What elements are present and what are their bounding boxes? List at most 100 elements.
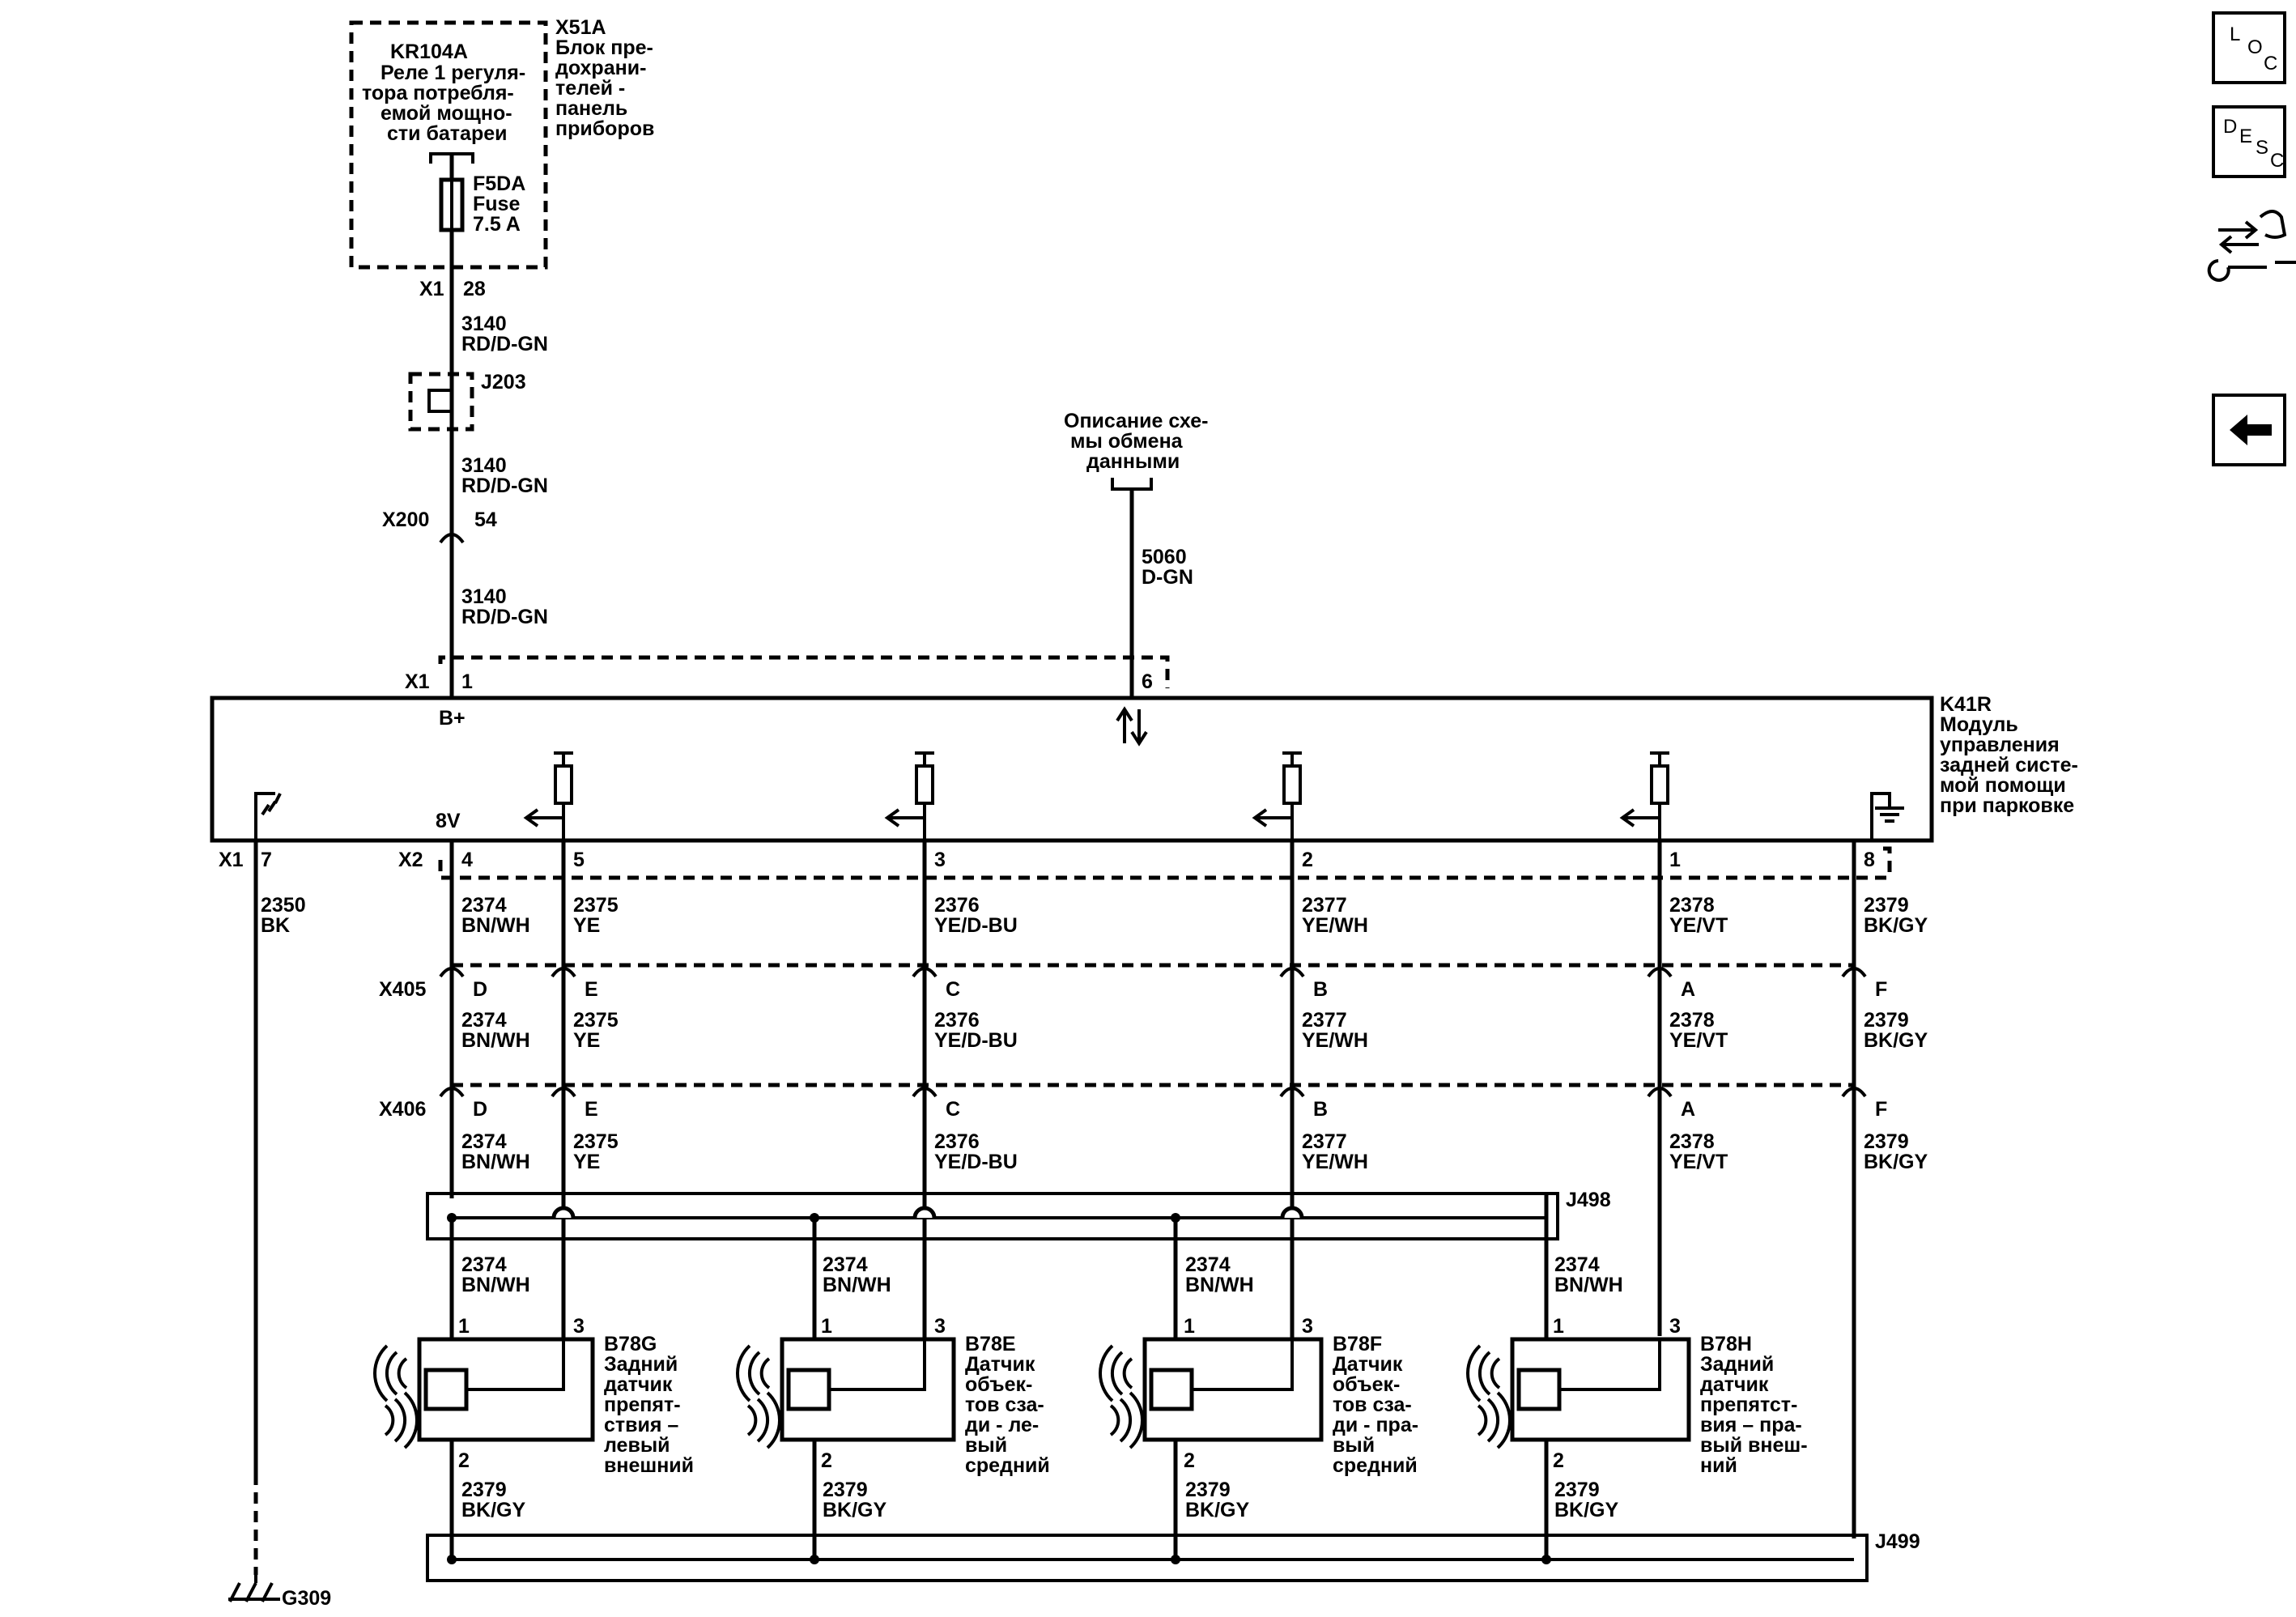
supply-wire-num-2: 3140 (461, 454, 507, 477)
sensor-desc: датчик (604, 1373, 673, 1396)
sensor-pin2: 2 (821, 1449, 832, 1472)
module-id: K41R (1940, 693, 1992, 716)
sensor-color2: BK/GY (823, 1499, 887, 1521)
circuit-wire: 2378 (1669, 894, 1715, 917)
loc-l: L (2230, 23, 2240, 45)
fuse-name: F5DA (473, 172, 525, 195)
x2-label: X2 (398, 849, 423, 871)
sensor-desc: ствия – (604, 1414, 678, 1436)
circuit-wire: 2374 (461, 1130, 507, 1153)
fuse-block-id: X51A (555, 16, 606, 39)
data-link-text-2: мы обмена (1070, 430, 1184, 453)
circuit-cavity: D (473, 1098, 487, 1121)
circuit-wire: 2376 (934, 1130, 980, 1153)
fuse-block-desc-1: Блок пре- (555, 36, 653, 59)
circuit-cavity: F (1875, 978, 1887, 1001)
sensor-id: B78H (1700, 1333, 1752, 1355)
circuit-color: YE/D-BU (934, 1151, 1018, 1173)
sensor-wire2: 2379 (823, 1479, 868, 1501)
sensor-desc: левый (604, 1434, 670, 1457)
sonar-emit-icon (372, 1344, 408, 1402)
chassis-ground-icon (254, 792, 282, 840)
sensor-id: B78E (965, 1333, 1016, 1355)
circuit-wire: 2376 (934, 1009, 980, 1032)
sensor-desc: Задний (1700, 1353, 1774, 1376)
supply-wire-color-3: RD/D-GN (461, 606, 548, 628)
splice-j499 (426, 1534, 1869, 1582)
circuit-cavity: A (1681, 1098, 1695, 1121)
relay-desc-3: емой мощно- (381, 102, 512, 125)
x1-top-connector (438, 655, 1170, 688)
sensor-desc: средний (1333, 1454, 1418, 1477)
x2-connector (438, 846, 1892, 880)
data-link-wire-color: D-GN (1142, 566, 1193, 589)
signal-ground-icon (1870, 792, 1904, 840)
circuit-wire: 2379 (1864, 894, 1909, 917)
circuit-color: YE/VT (1669, 1151, 1728, 1173)
circuit-cavity: B (1313, 978, 1328, 1001)
sensor-desc: датчик (1700, 1373, 1769, 1396)
circuit-wire: 2379 (1864, 1130, 1909, 1153)
module-desc-1: Модуль (1940, 713, 2018, 736)
back-button[interactable] (2212, 394, 2286, 466)
sensor-desc: ний (1700, 1454, 1737, 1477)
sensor-desc: вый (965, 1434, 1007, 1457)
circuit-color: BN/WH (461, 914, 530, 937)
data-link-pin: 6 (1142, 670, 1153, 693)
x406-label: X406 (379, 1098, 426, 1121)
circuit-color: BK/GY (1864, 1151, 1928, 1173)
circuit-color: YE (573, 1151, 600, 1173)
circuit-pin1: 1 2378 YE/VT A 2378 YE/VT A 2378 YE/VT (1647, 840, 1728, 1336)
sensor-b78e: 2374 BN/WH 1 3 2 2379 BK/GY B78E Датчик … (735, 1198, 1050, 1560)
splice-j203-outline (408, 372, 474, 432)
gnd-wire-color: BK (261, 914, 290, 937)
module-k41r (210, 696, 1934, 843)
sonar-receive-icon (746, 1391, 782, 1449)
sensor-b78g: 2374 BN/WH 1 3 2 2379 BK/GY B78G Задний … (372, 1198, 694, 1560)
data-down-arrow (1130, 709, 1148, 747)
circuit-pin4: 4 2374 BN/WH D 2374 BN/WH D 2374 BN/WH (439, 840, 530, 1198)
module-desc-3: задней систе- (1940, 754, 2078, 777)
pullup-pin2 (1252, 751, 1302, 840)
sensor-color2: BK/GY (1185, 1499, 1250, 1521)
circuit-cavity: D (473, 978, 487, 1001)
splice-j498 (426, 1192, 1559, 1240)
circuit-wire: 2377 (1302, 1009, 1347, 1032)
circuit-color: BN/WH (461, 1029, 530, 1052)
sensor-id: B78F (1333, 1333, 1382, 1355)
sensor-desc: Задний (604, 1353, 678, 1376)
desc-button[interactable]: D E S C (2212, 105, 2286, 178)
circuit-cavity: E (585, 1098, 598, 1121)
sensor-wire1: 2374 (1554, 1253, 1600, 1276)
data-link-wire-num: 5060 (1142, 546, 1187, 568)
loc-o: O (2247, 36, 2263, 58)
fuse-block-desc-5: приборов (555, 117, 654, 140)
circuit-pin3: 3 2376 YE/D-BU C 2376 YE/D-BU C 2376 YE/… (912, 840, 1018, 1198)
loc-button[interactable]: L O C (2212, 11, 2286, 84)
sensor-desc: средний (965, 1454, 1050, 1477)
sensor-desc: препятст- (1700, 1394, 1797, 1416)
circuit-pin: 4 (461, 849, 473, 871)
inline-x200-label: X200 (382, 509, 429, 531)
module-desc-4: мой помощи (1940, 774, 2066, 797)
sensor-color1: BN/WH (461, 1274, 530, 1296)
circuit-color: YE/WH (1302, 1151, 1368, 1173)
ground-label: G309 (282, 1587, 331, 1610)
circuit-color: YE/WH (1302, 914, 1368, 937)
splice-j203-symbol (427, 389, 452, 413)
desc-e: E (2239, 126, 2252, 147)
circuit-color: YE (573, 914, 600, 937)
data-up-arrow (1116, 706, 1133, 743)
relay-desc-1: Реле 1 регуля- (381, 62, 525, 84)
relay-id: KR104A (390, 40, 468, 63)
sensor-wire1: 2374 (1185, 1253, 1231, 1276)
sensor-desc: Датчик (1333, 1353, 1403, 1376)
service-procedure-icon[interactable] (2207, 210, 2296, 282)
sensor-color1: BN/WH (1185, 1274, 1254, 1296)
sensor-desc: ди - пра- (1333, 1414, 1418, 1436)
x1-bottom-label: X1 (219, 849, 244, 871)
desc-c: C (2270, 150, 2284, 172)
relay-desc-4: сти батареи (387, 122, 508, 145)
fuse-conn-label: X1 (419, 278, 444, 300)
circuit-pin: 8 (1864, 849, 1875, 871)
